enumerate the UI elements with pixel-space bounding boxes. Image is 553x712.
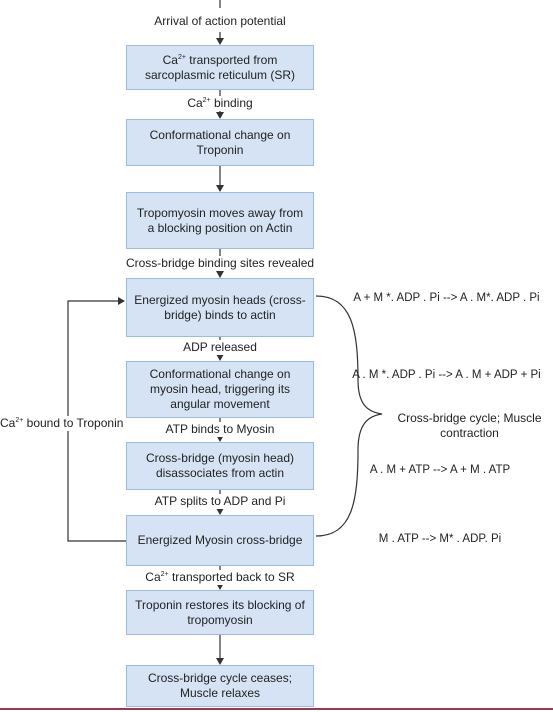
flow-step-tropomyosin-moves: Tropomyosin moves away from a blocking p… bbox=[126, 192, 314, 249]
flow-step-energized-myosin: Energized Myosin cross-bridge bbox=[126, 515, 314, 566]
bottom-divider bbox=[0, 708, 553, 710]
equation-atp-split: M . ATP --> M* . ADP. Pi bbox=[378, 533, 502, 545]
step-4-text: Energized myosin heads (cross-bridge) bi… bbox=[134, 292, 306, 322]
cycle-label: Cross-bridge cycle; Muscle contraction bbox=[397, 411, 542, 440]
connector-label-ca-back: Ca2+ transported back to SR bbox=[143, 570, 297, 585]
step-5-text: Conformational change on myosin head, tr… bbox=[149, 367, 291, 411]
cycle-brace bbox=[315, 295, 383, 537]
top-label: Arrival of action potential bbox=[152, 14, 288, 29]
equation-actin-binding: A + M *. ADP . Pi --> A . M*. ADP . Pi bbox=[353, 292, 540, 304]
step-3-text: Tropomyosin moves away from a blocking p… bbox=[136, 205, 304, 235]
flow-step-troponin-change: Conformational change on Troponin bbox=[126, 119, 314, 166]
flow-step-cycle-ceases: Cross-bridge cycle ceases; Muscle relaxe… bbox=[126, 665, 314, 707]
step-9-text: Cross-bridge cycle ceases; Muscle relaxe… bbox=[147, 671, 293, 700]
connector-label-ca-binding: Ca2+ binding bbox=[185, 96, 255, 111]
flow-step-troponin-restores: Troponin restores its blocking of tropom… bbox=[126, 590, 314, 635]
step-1-text: Ca2+ transported from sarcoplasmic retic… bbox=[144, 52, 296, 82]
connector-label-atp-splits: ATP splits to ADP and Pi bbox=[152, 494, 288, 509]
flow-step-ca-release: Ca2+ transported from sarcoplasmic retic… bbox=[126, 45, 314, 90]
loop-label-ca-bound: Ca2+ bound to Troponin bbox=[0, 416, 124, 431]
connector-label-binding-sites: Cross-bridge binding sites revealed bbox=[123, 256, 317, 271]
equation-atp-binding: A . M + ATP --> A + M . ATP bbox=[369, 464, 511, 476]
step-2-text: Conformational change on Troponin bbox=[149, 127, 291, 157]
equation-adp-release: A . M *. ADP . Pi --> A . M + ADP + Pi bbox=[352, 369, 541, 381]
step-8-text: Troponin restores its blocking of tropom… bbox=[135, 597, 305, 627]
step-6-text: Cross-bridge (myosin head) disassociates… bbox=[145, 451, 295, 480]
connector-label-atp-binds: ATP binds to Myosin bbox=[163, 422, 277, 437]
flow-step-disassociates: Cross-bridge (myosin head) disassociates… bbox=[126, 442, 314, 490]
step-7-text: Energized Myosin cross-bridge bbox=[137, 533, 303, 547]
connector-label-adp-released: ADP released bbox=[181, 340, 259, 355]
flow-step-myosin-angular: Conformational change on myosin head, tr… bbox=[126, 361, 314, 418]
flow-step-myosin-binds: Energized myosin heads (cross-bridge) bi… bbox=[126, 278, 314, 337]
